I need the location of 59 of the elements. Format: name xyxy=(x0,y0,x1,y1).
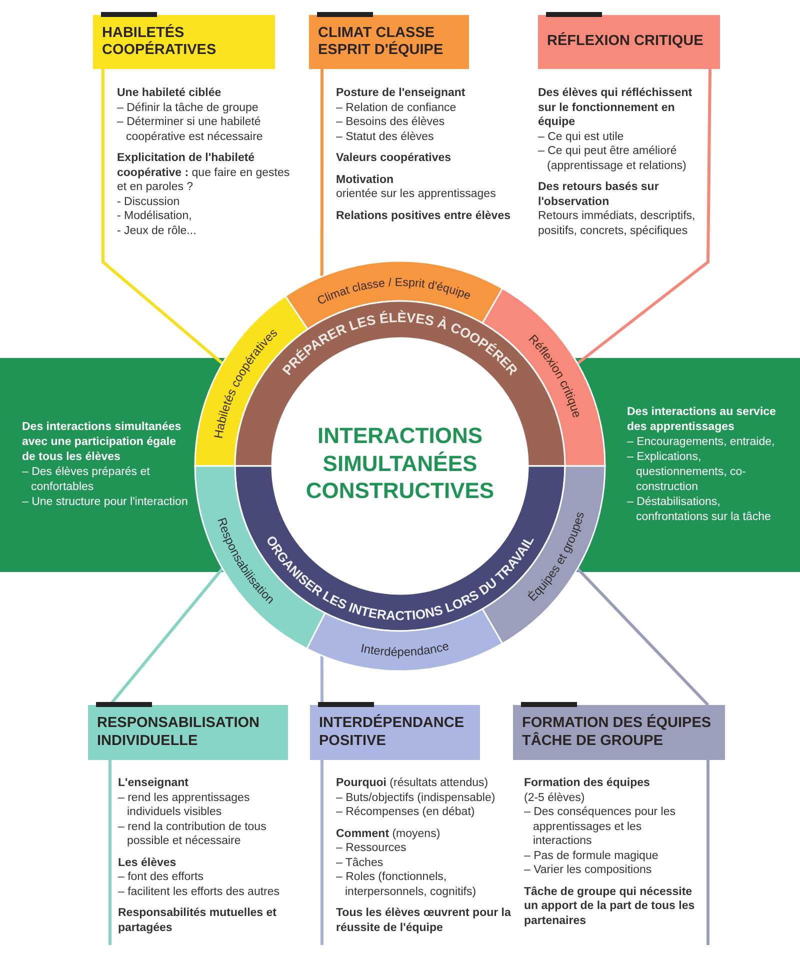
list-item: – Déstabilisations, confrontations sur la tâche xyxy=(627,495,772,525)
connector-line xyxy=(576,68,712,365)
connector-line xyxy=(102,69,224,365)
connector-line xyxy=(320,656,324,705)
list-item: – Ce qui peut être amélioré (apprentissage et relations) xyxy=(538,144,688,173)
list-item: – facilitent les efforts des autres xyxy=(118,884,281,899)
section-heading: Tous les élèves œuvrent pour la réussite de l'équipe xyxy=(336,906,512,935)
list-item: – Besoins des élèves xyxy=(336,115,446,130)
list-item: – Buts/objectifs (indispensable) xyxy=(336,790,496,805)
list-item: – Ce qui est utile xyxy=(538,130,625,144)
section-heading: Valeurs coopératives xyxy=(336,151,452,166)
header-box: RESPONSABILISATION INDIVIDUELLE xyxy=(88,705,288,760)
list-item: – Encouragements, entraide, xyxy=(627,435,776,450)
section-heading: Une habileté ciblée xyxy=(117,86,222,100)
list-item: – Déterminer si une habileté coopérative est nécessaire xyxy=(117,115,264,144)
section-heading: Motivation xyxy=(336,172,394,187)
header-box: CLIMAT CLASSE ESPRIT D'ÉQUIPE xyxy=(309,15,469,69)
list-item: – Ressources xyxy=(336,841,408,856)
section-heading: Responsabilités mutuelles et partagées xyxy=(118,906,278,935)
list-item: – Tâches xyxy=(336,856,384,870)
section-heading: Des retours basés sur l'observation xyxy=(538,180,660,209)
list-item: - Jeux de rôle... xyxy=(117,224,198,238)
body-text: (2-5 élèves) xyxy=(524,790,586,805)
list-item: – Récompenses (en débat) xyxy=(336,805,476,820)
section-heading: Des interactions simultanées avec une participation égale de tous les élèves xyxy=(22,420,182,465)
connector-line xyxy=(320,69,324,276)
list-item: – font des efforts xyxy=(118,870,204,884)
section-heading: Des élèves qui réfléchissent sur le fonctionnement en équipe xyxy=(538,86,694,130)
list-item: – Relation de confiance xyxy=(336,100,458,115)
list-item: – Varier les compositions xyxy=(524,863,653,878)
header-box: RÉFLEXION CRITIQUE xyxy=(538,15,720,69)
list-item: – rend la contribution de tous possible et nécessaire xyxy=(118,820,268,848)
section-heading: Les élèves xyxy=(118,856,178,870)
list-item: – Des conséquences pour les apprentissages et les interactions xyxy=(524,805,677,848)
list-item: – Statut des élèves xyxy=(336,130,435,144)
connector-line xyxy=(576,567,710,706)
header-box: HABILETÉS COOPÉRATIVES xyxy=(93,15,275,69)
list-item: - Modélisation, xyxy=(117,209,193,224)
header-box: INTERDÉPENDANCE POSITIVE xyxy=(310,705,480,760)
body-text: Pourquoi (résultats attendus) xyxy=(336,776,490,790)
section-heading: L'enseignant xyxy=(118,776,190,790)
list-item: – Définir la tâche de groupe xyxy=(117,100,260,115)
section-heading: Relations positives entre élèves xyxy=(336,208,512,223)
list-item: – Une structure pour l'interaction xyxy=(22,495,189,510)
section-heading: Des interactions au service des apprentissages xyxy=(627,405,777,435)
section-heading: Formation des équipes xyxy=(524,776,651,790)
body-text: Retours immédiats, descriptifs, positifs, concrets, spécifiques xyxy=(538,209,696,238)
section-heading: Posture de l'enseignant xyxy=(336,86,466,100)
list-item: - Discussion xyxy=(117,194,181,209)
list-item: – Explications, questionnements, co-construction xyxy=(627,450,747,495)
header-box: FORMATION DES ÉQUIPES TÂCHE DE GROUPE xyxy=(513,705,725,760)
body-text: Comment (moyens) xyxy=(336,826,442,841)
list-item: – Des élèves préparés et confortables xyxy=(22,465,151,495)
section-heading: Tâche de groupe qui nécessite un apport de la part de tous les partenaires xyxy=(524,884,696,928)
body-text: orientée sur les apprentissages xyxy=(336,187,497,202)
list-item: – Pas de formule magique xyxy=(524,848,660,863)
list-item: – rend les apprentissages individuels visibles xyxy=(118,790,251,820)
list-item: – Roles (fonctionnels, interpersonnels, cognitifs) xyxy=(336,870,478,899)
body-text: Explicitation de l'habileté coopérative : que faire en gestes et en paroles ? xyxy=(117,151,291,194)
